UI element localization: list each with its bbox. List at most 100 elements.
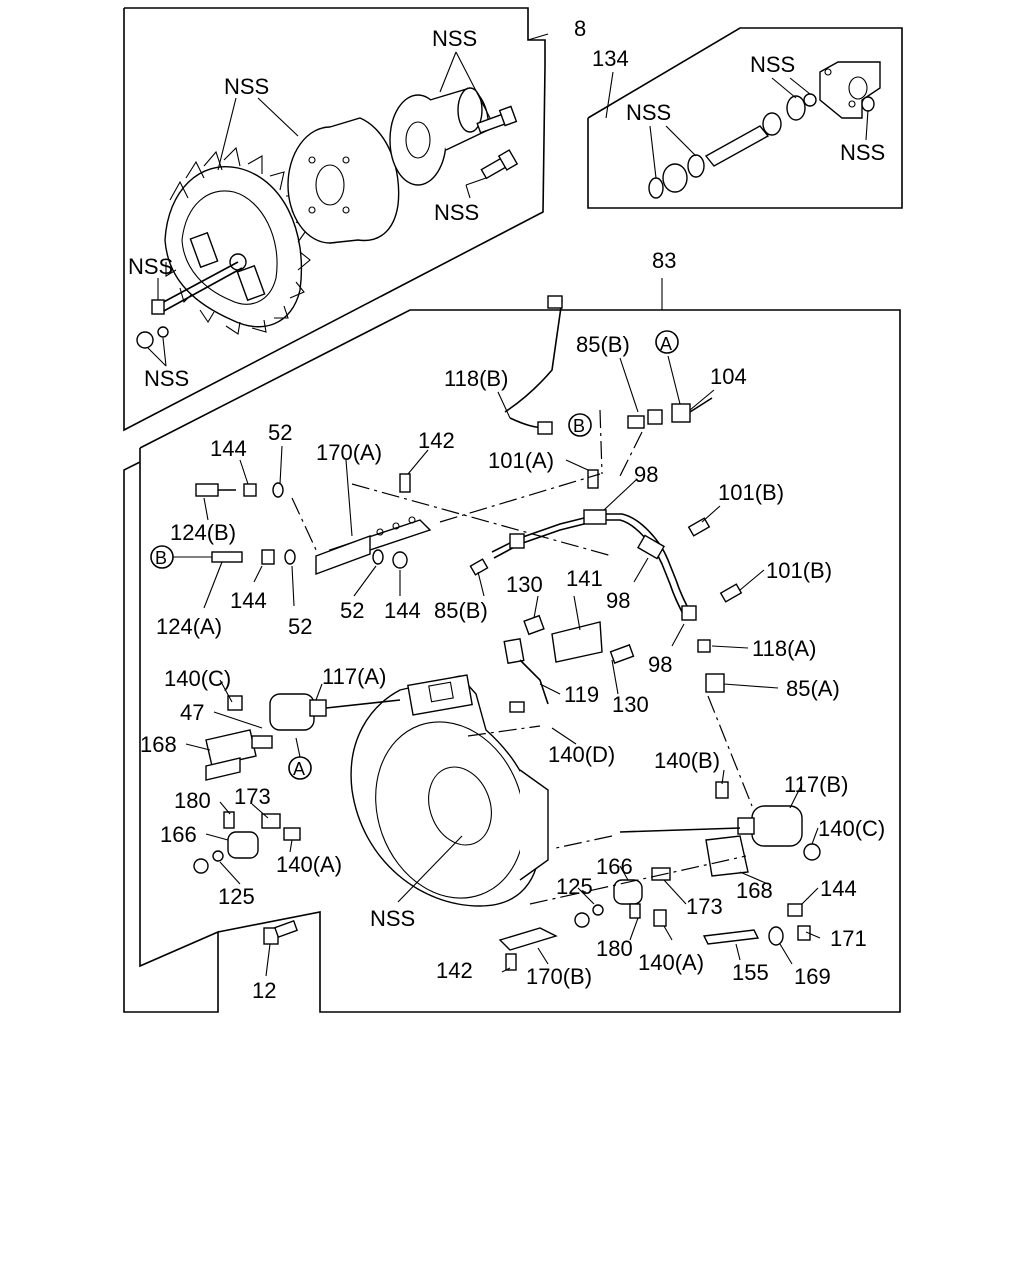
callout-125: 125 [218,884,255,909]
callout-173: 173 [686,894,723,919]
callout-104: 104 [710,364,747,389]
callout-134: 134 [592,46,629,71]
callout-101a: 101(A) [488,448,554,473]
callout-180: 180 [596,936,633,961]
hose-155-169-171 [702,903,811,946]
callout-166: 166 [160,822,197,847]
fan-rotor [151,146,311,335]
callout-124b: 124(B) [170,520,236,545]
callout-118b: 118(B) [444,366,508,391]
cylinder-117a [227,693,401,731]
sensor-119 [503,637,549,713]
bracket-170a [315,516,432,576]
cover-168a [205,729,273,781]
callout-47: 47 [180,700,204,725]
callout-170a: 170(A) [316,440,382,465]
bracket-170b [498,927,558,971]
callout-52: 52 [288,614,312,639]
callout-nss: NSS [370,906,415,931]
callout-144: 144 [820,876,857,901]
marker-b-left: B [150,545,212,569]
callout-nss: NSS [432,26,477,51]
callout-nss: NSS [144,366,189,391]
callout-142: 142 [418,428,455,453]
clip-141-bolts-130 [523,614,635,664]
callout-140a: 140(A) [276,852,342,877]
callout-169: 169 [794,964,831,989]
banjo-fitting-85b-top [627,397,713,429]
svg-text:A: A [660,334,672,354]
clevis-166a [193,811,301,874]
callout-141: 141 [566,566,603,591]
dash-center-lines [291,409,753,905]
callout-nss: NSS [434,200,479,225]
bolts-124 [195,483,275,565]
callout-170b: 170(B) [526,964,592,989]
leaders-top-right [605,71,869,179]
callout-171: 171 [830,926,867,951]
callout-173: 173 [234,784,271,809]
callout-85b-bottom: 85(B) [434,598,488,623]
callout-nss: NSS [224,74,269,99]
callout-180: 180 [174,788,211,813]
callout-85a: 85(A) [786,676,840,701]
callout-nss: NSS [626,100,671,125]
callout-83: 83 [652,248,676,273]
callout-140a: 140(A) [638,950,704,975]
callout-144: 144 [230,588,267,613]
shaft-assembly [648,61,881,199]
frame-main [123,309,901,1013]
callout-168: 168 [736,878,773,903]
callout-labels: 8 134 NSS NSS NSS NSS NSS NSS NSS NSS 83… [128,16,885,1003]
callout-125: 125 [556,874,593,899]
callout-140d: 140(D) [548,742,615,767]
callout-140b: 140(B) [654,748,720,773]
callout-168: 168 [140,732,177,757]
reference-markers: A B B A [150,330,679,780]
callout-140c: 140(C) [164,666,231,691]
callout-142: 142 [436,958,473,983]
callout-166: 166 [596,854,633,879]
callout-117b: 117(B) [784,772,848,797]
frame-top-right [587,27,903,209]
callout-98: 98 [648,652,672,677]
callout-85b-top: 85(B) [576,332,630,357]
callout-12: 12 [252,978,276,1003]
cover-168b [705,835,749,877]
bolt-lower [480,149,519,180]
marker-a-left: A [288,737,312,780]
callout-nss: NSS [128,254,173,279]
svg-text:B: B [573,416,585,436]
flywheel-housing [350,674,549,907]
flywheel-disc [287,117,400,244]
callout-119: 119 [564,682,599,707]
callout-118a: 118(A) [752,636,816,661]
callout-98: 98 [634,462,658,487]
main-pipe [491,509,697,621]
callout-8: 8 [574,16,586,41]
bolt-upper [476,105,518,134]
leaders-top-left [147,33,549,367]
callout-130: 130 [506,572,543,597]
callout-155: 155 [732,960,769,985]
nut-washer-small [136,326,169,349]
bolts-101 [469,469,743,603]
callout-144: 144 [384,598,421,623]
callout-98: 98 [606,588,630,613]
callout-130: 130 [612,692,649,717]
svg-text:A: A [293,759,305,779]
frame-top-left [123,7,546,432]
svg-text:B: B [155,548,167,568]
bolt-12 [263,919,299,945]
callout-124a: 124(A) [156,614,222,639]
bolt-142-top [399,473,411,493]
clevis-166b [574,867,671,928]
callout-140c: 140(C) [818,816,885,841]
washers-52 [272,482,408,569]
callout-nss: NSS [840,140,885,165]
flange-hub [389,87,489,186]
fitting-118a-85a [697,639,725,693]
callout-52: 52 [268,420,292,445]
callout-144: 144 [210,436,247,461]
